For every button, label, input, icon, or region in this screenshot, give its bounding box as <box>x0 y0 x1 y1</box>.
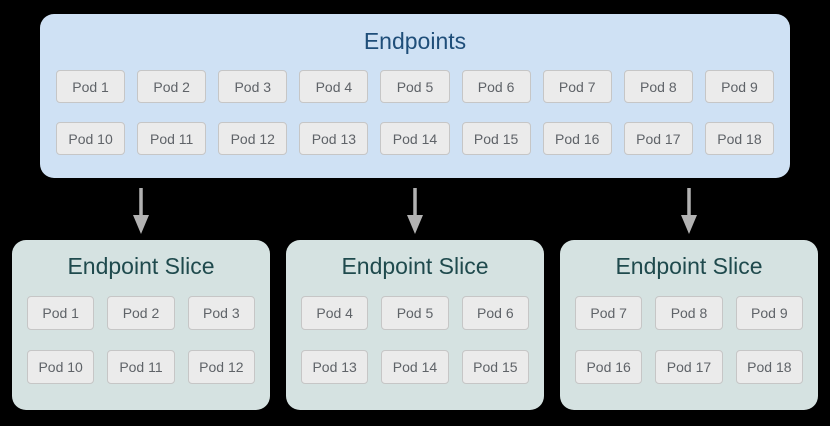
pod: Pod 10 <box>56 122 126 155</box>
pod: Pod 6 <box>461 70 531 103</box>
pod: Pod 8 <box>623 70 693 103</box>
pod: Pod 14 <box>381 350 449 384</box>
pod: Pod 8 <box>655 296 723 330</box>
endpoints-box: Endpoints Pod 1 Pod 2 Pod 3 Pod 4 Pod 5 Pod 6… <box>40 14 790 178</box>
pod: Pod 14 <box>380 122 450 155</box>
slice-pod-grid-1: Pod 1 Pod 2 Pod 3 Pod 10 Pod 11 Pod 12 <box>12 296 270 384</box>
pod: Pod 17 <box>655 350 723 384</box>
down-arrow-icon <box>407 188 423 234</box>
pod: Pod 6 <box>461 296 529 330</box>
pod: Pod 12 <box>187 350 255 384</box>
pod: Pod 3 <box>218 70 288 103</box>
pod: Pod 10 <box>27 350 95 384</box>
pod: Pod 7 <box>542 70 612 103</box>
endpoint-slice-title: Endpoint Slice <box>341 253 489 279</box>
arrow-slot-2 <box>286 188 544 234</box>
pod: Pod 5 <box>381 296 449 330</box>
endpoint-slice-title: Endpoint Slice <box>615 253 763 279</box>
pod: Pod 4 <box>301 296 369 330</box>
endpoint-slice-title: Endpoint Slice <box>67 253 215 279</box>
pod: Pod 16 <box>542 122 612 155</box>
pod: Pod 4 <box>299 70 369 103</box>
slice-pod-grid-2: Pod 4 Pod 5 Pod 6 Pod 13 Pod 14 Pod 15 <box>286 296 544 384</box>
pod: Pod 1 <box>56 70 126 103</box>
arrow-slot-3 <box>560 188 818 234</box>
pod: Pod 9 <box>704 70 774 103</box>
pod: Pod 3 <box>187 296 255 330</box>
endpoints-pod-grid: Pod 1 Pod 2 Pod 3 Pod 4 Pod 5 Pod 6 Pod 7 Pod 8… <box>40 70 790 155</box>
pod: Pod 18 <box>735 350 803 384</box>
pod: Pod 17 <box>623 122 693 155</box>
pod: Pod 7 <box>575 296 643 330</box>
pod: Pod 16 <box>575 350 643 384</box>
pod: Pod 15 <box>461 350 529 384</box>
pod: Pod 2 <box>107 296 175 330</box>
endpoints-title: Endpoints <box>363 28 467 54</box>
pod: Pod 1 <box>27 296 95 330</box>
down-arrow-icon <box>133 188 149 234</box>
pod: Pod 5 <box>380 70 450 103</box>
pod: Pod 18 <box>704 122 774 155</box>
pod: Pod 15 <box>461 122 531 155</box>
pod: Pod 9 <box>735 296 803 330</box>
pod: Pod 13 <box>301 350 369 384</box>
pod: Pod 2 <box>137 70 207 103</box>
arrow-slot-1 <box>12 188 270 234</box>
pod: Pod 11 <box>107 350 175 384</box>
down-arrow-icon <box>681 188 697 234</box>
pod: Pod 12 <box>218 122 288 155</box>
slice-pod-grid-3: Pod 7 Pod 8 Pod 9 Pod 16 Pod 17 Pod 18 <box>560 296 818 384</box>
pod: Pod 13 <box>299 122 369 155</box>
pod: Pod 11 <box>137 122 207 155</box>
